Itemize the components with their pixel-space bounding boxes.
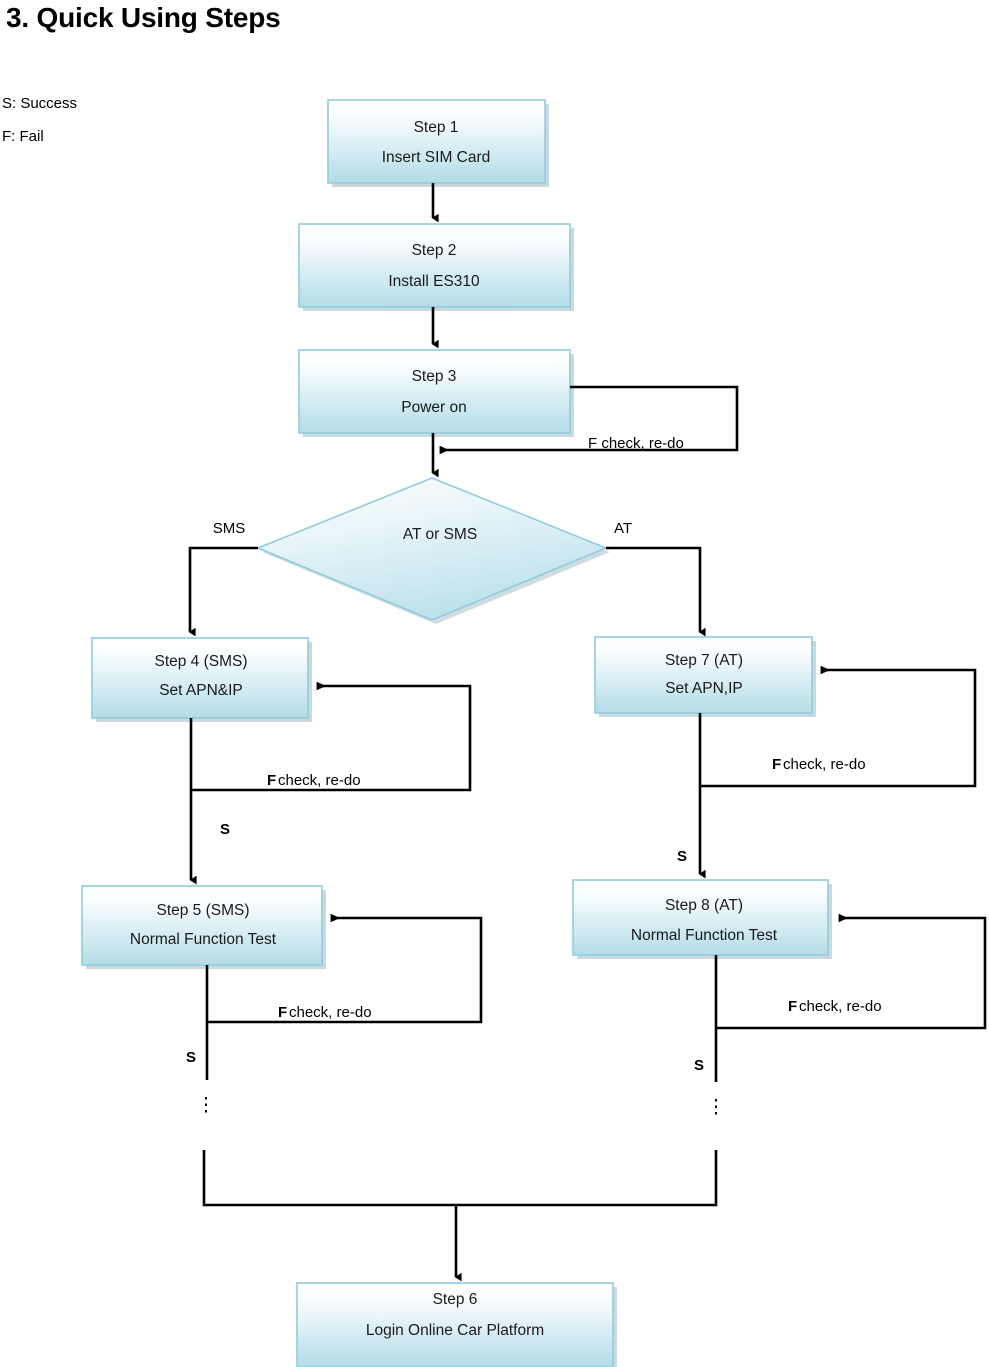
edge-label-sms: SMS xyxy=(213,520,246,537)
node-step8[interactable]: Step 8 (AT) Normal Function Test xyxy=(572,879,832,959)
ellipsis-right: ⋮ xyxy=(707,1097,726,1118)
step5-line1: Step 5 (SMS) xyxy=(156,902,249,919)
edge-step7-loop-label-rest: check, re-do xyxy=(783,756,866,773)
node-step7[interactable]: Step 7 (AT) Set APN,IP xyxy=(594,636,816,717)
step4-line1: Step 4 (SMS) xyxy=(154,653,247,670)
step8-line1: Step 8 (AT) xyxy=(665,897,743,914)
step1-line2: Insert SIM Card xyxy=(382,149,491,166)
step1-box xyxy=(327,99,546,184)
step5-line2: Normal Function Test xyxy=(130,931,277,948)
step4-line2: Set APN&IP xyxy=(159,682,243,699)
step2-box xyxy=(298,223,571,308)
step6-line1: Step 6 xyxy=(433,1291,478,1308)
edge-step4-step5-label: S xyxy=(220,821,230,838)
legend-success: S: Success xyxy=(2,95,78,112)
step3-line2: Power on xyxy=(401,399,466,416)
step3-line1: Step 3 xyxy=(412,368,457,385)
edge-step8-loop-label-f: F xyxy=(788,998,797,1015)
edge-step4-loop-label-rest: check, re-do xyxy=(278,772,361,789)
step4-box xyxy=(91,637,309,719)
legend-fail: F: Fail xyxy=(2,128,44,145)
edge-step5-step6-label: S xyxy=(186,1049,196,1066)
step5-box xyxy=(81,885,323,966)
step2-line1: Step 2 xyxy=(412,242,457,259)
node-step4[interactable]: Step 4 (SMS) Set APN&IP xyxy=(91,637,312,722)
edge-step4-loop-label-f: F xyxy=(267,772,276,789)
edge-step5-loop xyxy=(207,913,483,1024)
node-step3[interactable]: Step 3 Power on xyxy=(298,349,574,437)
edge-step8-loop-label-rest: check, re-do xyxy=(799,998,882,1015)
edge-step4-loop xyxy=(191,681,472,792)
edge-step8-loop xyxy=(716,913,987,1030)
ellipsis-left: ⋮ xyxy=(197,1095,216,1116)
edge-step7-loop xyxy=(700,665,977,788)
step7-line1: Step 7 (AT) xyxy=(665,652,743,669)
edge-step5-loop-label-rest: check, re-do xyxy=(289,1004,372,1021)
node-decision[interactable]: AT or SMS xyxy=(255,477,610,624)
step6-line2: Login Online Car Platform xyxy=(366,1322,544,1339)
decision-diamond xyxy=(255,477,609,621)
edge-step8-step6-label: S xyxy=(694,1057,704,1074)
step3-box xyxy=(298,349,571,434)
step6-box xyxy=(296,1282,614,1367)
step7-box xyxy=(594,636,813,714)
node-step6[interactable]: Step 6 Login Online Car Platform xyxy=(296,1282,617,1367)
node-step2[interactable]: Step 2 Install ES310 xyxy=(298,223,574,311)
merge-bracket xyxy=(202,1150,718,1207)
step8-box xyxy=(572,879,829,956)
edge-step5-loop-label-f: F xyxy=(278,1004,287,1021)
node-step5[interactable]: Step 5 (SMS) Normal Function Test xyxy=(81,885,326,969)
decision-label: AT or SMS xyxy=(403,526,477,543)
edge-step3-loop xyxy=(439,385,739,455)
edge-decision-step7 xyxy=(606,546,706,637)
edge-step3-loop-label: F check, re-do xyxy=(588,435,684,452)
edge-decision-step4 xyxy=(188,546,258,637)
step7-line2: Set APN,IP xyxy=(665,680,743,697)
node-step1[interactable]: Step 1 Insert SIM Card xyxy=(327,99,549,187)
edge-step7-step8-label: S xyxy=(677,848,687,865)
page-title: 3. Quick Using Steps xyxy=(6,2,281,33)
edge-label-at: AT xyxy=(614,520,632,537)
step8-line2: Normal Function Test xyxy=(631,927,778,944)
edge-step7-loop-label-f: F xyxy=(772,756,781,773)
step2-line2: Install ES310 xyxy=(388,273,480,290)
step1-line1: Step 1 xyxy=(414,119,459,136)
